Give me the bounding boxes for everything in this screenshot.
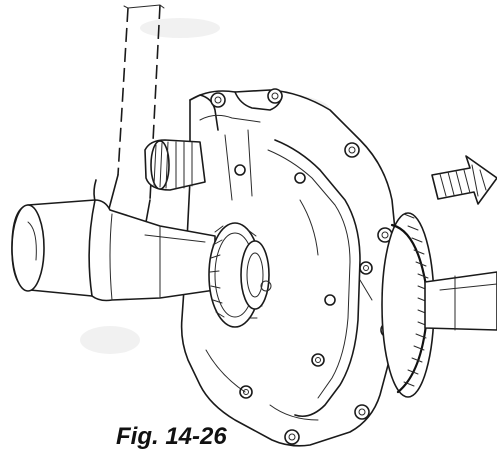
upper-spline-shaft bbox=[144, 139, 206, 191]
figure-caption: Fig. 14-26 bbox=[116, 423, 227, 450]
housing-body bbox=[180, 88, 400, 447]
output-shaft bbox=[11, 199, 216, 302]
shaft-gear bbox=[208, 222, 272, 328]
direction-arrow-icon bbox=[431, 155, 497, 205]
right-shaft bbox=[424, 271, 497, 331]
